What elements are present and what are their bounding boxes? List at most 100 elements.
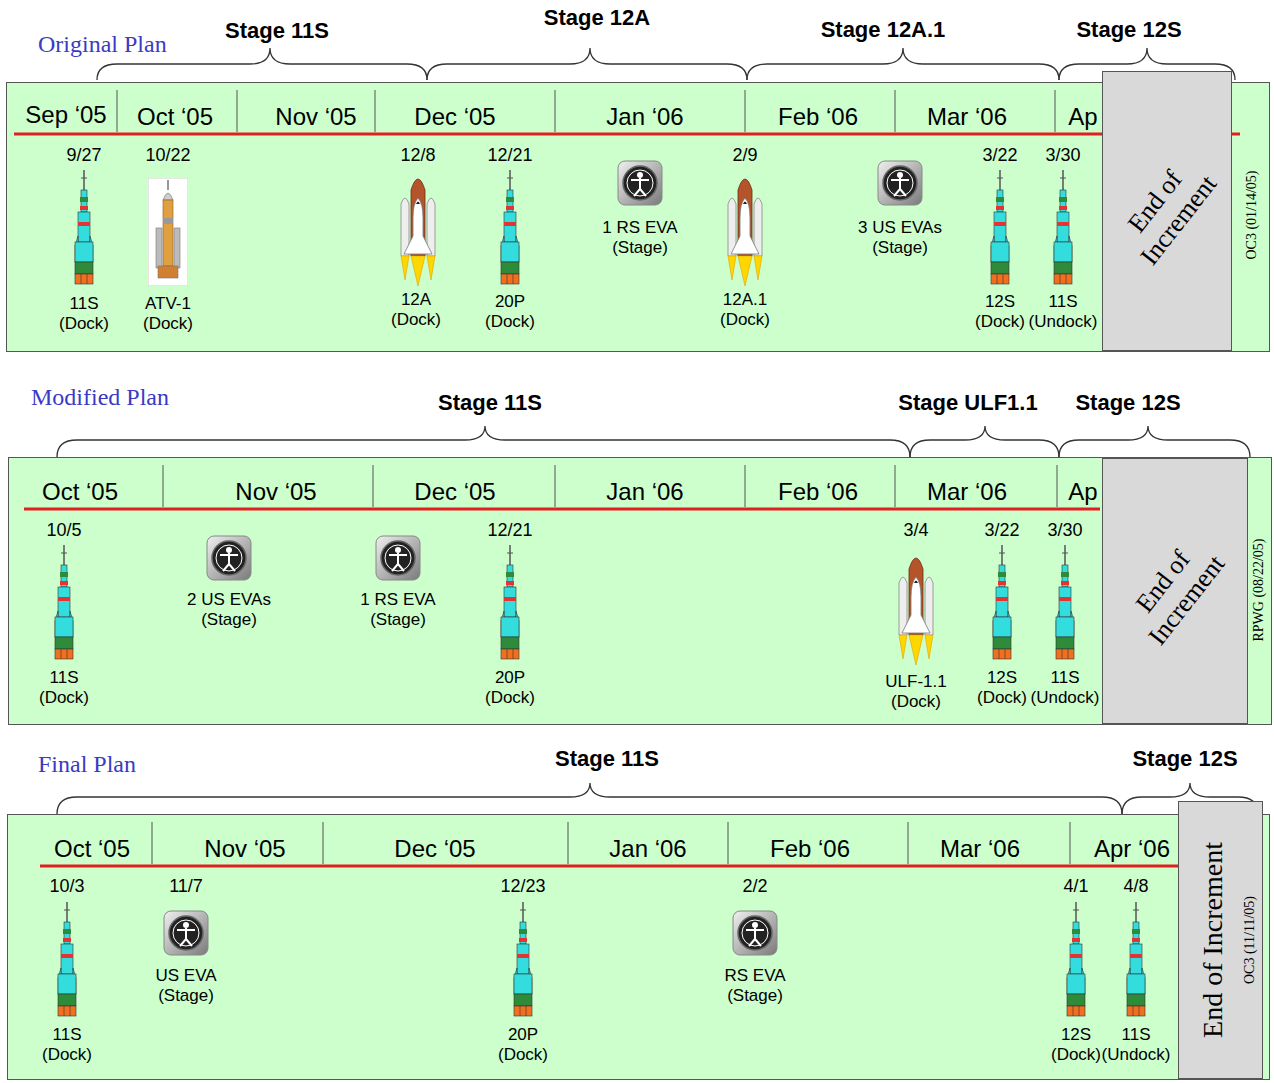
event-label: ATV-1 (Dock) <box>137 294 199 334</box>
event-label: 11S (Undock) <box>1100 1025 1172 1065</box>
month-header: Feb ‘06 <box>778 478 858 506</box>
brace <box>427 48 747 80</box>
stage-name: Stage 12S <box>1075 390 1180 416</box>
soyuz-icon <box>75 170 93 284</box>
stage-name: Stage 11S <box>555 746 659 772</box>
band-ground <box>8 457 1272 725</box>
soyuz-icon <box>501 170 519 284</box>
event-date: 3/4 <box>903 520 928 541</box>
band-ground <box>7 814 1270 1080</box>
event-label: 11S (Dock) <box>54 294 114 334</box>
event-date: 4/8 <box>1123 876 1148 897</box>
month-header: Sep ‘05 <box>25 101 106 129</box>
event-label: 20P (Dock) <box>480 668 540 708</box>
month-header: Oct ‘05 <box>42 478 118 506</box>
event-label: 11S (Undock) <box>1027 292 1099 332</box>
month-header: Oct ‘05 <box>54 835 130 863</box>
event-date: 3/30 <box>1047 520 1082 541</box>
soyuz-icon <box>514 902 532 1016</box>
brace <box>1059 426 1250 457</box>
event-label: 12S (Dock) <box>971 668 1033 708</box>
red-line <box>40 865 1180 868</box>
increment-label: End of Increment <box>1116 527 1234 654</box>
end-of-increment-box: End of Increment <box>1102 71 1232 351</box>
soyuz-icon <box>58 902 76 1016</box>
event-date: 10/3 <box>49 876 84 897</box>
event-label: US EVA (Stage) <box>150 966 222 1006</box>
event-date: 10/22 <box>145 145 190 166</box>
event-label: 12S (Dock) <box>969 292 1031 332</box>
soyuz-icon <box>55 545 73 659</box>
month-header: Nov ‘05 <box>204 835 285 863</box>
red-line <box>24 508 1100 511</box>
month-header: Jan ‘06 <box>609 835 686 863</box>
event-date: 9/27 <box>66 145 101 166</box>
stage-name: Stage 12A <box>544 5 650 31</box>
event-date: 10/5 <box>46 520 81 541</box>
event-date: 12/8 <box>400 145 435 166</box>
event-date: 4/1 <box>1063 876 1088 897</box>
month-header: Nov ‘05 <box>275 103 356 131</box>
eva-icon <box>733 911 777 955</box>
event-label: 12A.1 (Dock) <box>714 290 776 330</box>
band-ground <box>6 82 1270 352</box>
soyuz-icon <box>991 170 1009 284</box>
divider <box>152 822 1070 864</box>
stage-name: Stage 11S <box>438 390 542 416</box>
brace <box>747 48 1059 80</box>
month-header: Dec ‘05 <box>414 478 495 506</box>
month-header: Dec ‘05 <box>414 103 495 131</box>
month-header: Mar ‘06 <box>940 835 1020 863</box>
month-header: Mar ‘06 <box>927 478 1007 506</box>
eva-icon <box>207 536 251 580</box>
revision-note: OC3 (01/14/05) <box>1244 170 1260 259</box>
time-axis <box>14 134 1240 866</box>
event-label: 11S (Dock) <box>34 668 94 708</box>
soyuz-icon <box>1067 902 1085 1016</box>
eva-icon <box>164 911 208 955</box>
atv-icon <box>148 178 188 286</box>
red-line <box>14 133 1240 136</box>
divider <box>117 90 1055 132</box>
event-date: 2/9 <box>732 145 757 166</box>
event-label: 20P (Dock) <box>480 292 540 332</box>
month-header: Jan ‘06 <box>606 103 683 131</box>
plan-title: Original Plan <box>38 31 167 58</box>
event-date: 2/2 <box>742 876 767 897</box>
event-label: RS EVA (Stage) <box>719 966 791 1006</box>
soyuz-icon <box>1127 902 1145 1016</box>
stage-name: Stage 12S <box>1132 746 1237 772</box>
end-of-increment-box: End of Increment <box>1102 458 1248 724</box>
event-label: ULF-1.1 (Dock) <box>880 672 952 712</box>
stage-braces <box>57 48 1258 814</box>
plan-title: Final Plan <box>38 751 136 778</box>
event-label: 2 US EVAs (Stage) <box>181 590 277 630</box>
month-header: Oct ‘05 <box>137 103 213 131</box>
soyuz-icon <box>1056 545 1074 659</box>
event-date: 12/21 <box>487 520 532 541</box>
month-header: Feb ‘06 <box>778 103 858 131</box>
month-dividers <box>117 90 1070 864</box>
event-label: 11S (Undock) <box>1029 668 1101 708</box>
event-label: 20P (Dock) <box>493 1025 553 1065</box>
event-date: 12/21 <box>487 145 532 166</box>
shuttle-icon <box>899 558 933 665</box>
plan-title: Modified Plan <box>31 384 169 411</box>
month-header: Mar ‘06 <box>927 103 1007 131</box>
event-label: 3 US EVAs (Stage) <box>852 218 948 258</box>
event-date: 3/22 <box>984 520 1019 541</box>
event-date: 3/22 <box>982 145 1017 166</box>
eva-icon <box>618 161 662 205</box>
event-icons <box>55 161 1145 1016</box>
event-date: 12/23 <box>500 876 545 897</box>
month-header: Ap <box>1068 103 1097 131</box>
increment-label: End of Increment <box>1196 842 1228 1038</box>
soyuz-icon <box>1054 170 1072 284</box>
month-header: Nov ‘05 <box>235 478 316 506</box>
month-header: Apr ‘06 <box>1094 835 1170 863</box>
stage-name: Stage 12S <box>1076 17 1181 43</box>
month-header: Feb ‘06 <box>770 835 850 863</box>
month-header: Dec ‘05 <box>394 835 475 863</box>
brace <box>57 783 1122 814</box>
